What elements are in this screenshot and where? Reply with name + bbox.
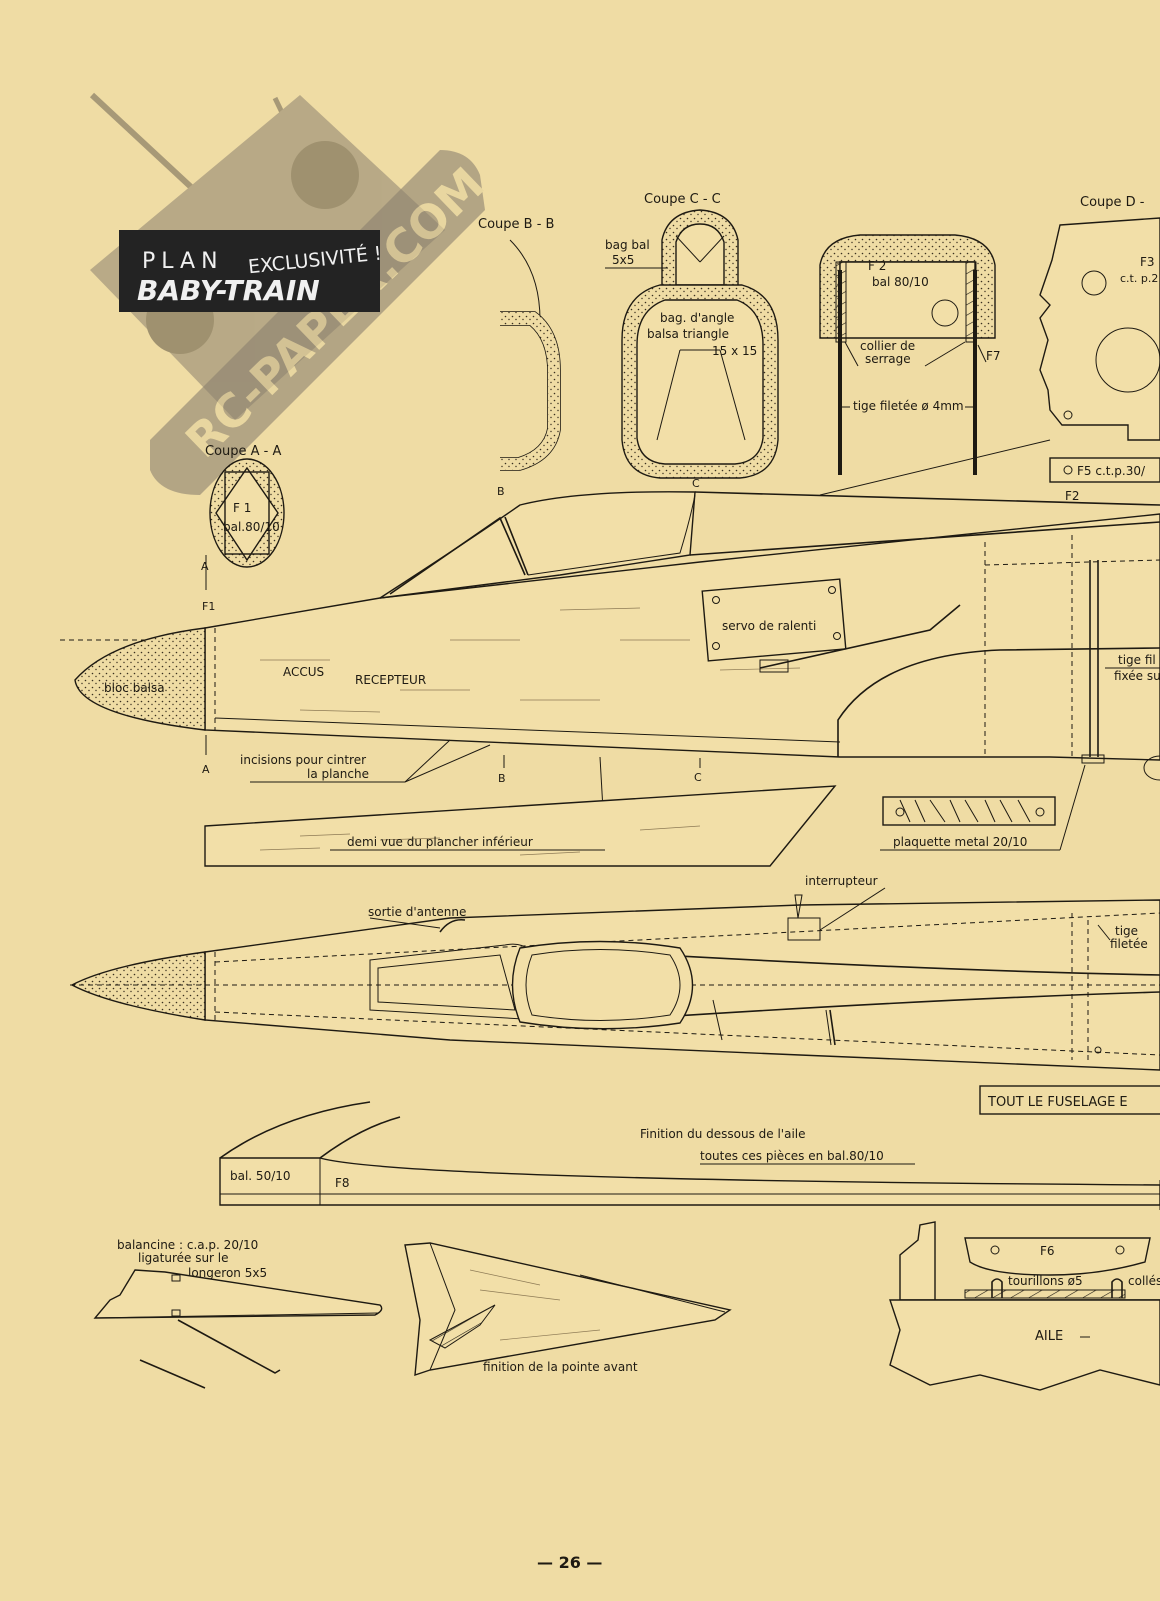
section-d-d: Coupe D - F3 c.t. p.2 F5 c.t.p.30/ F2 <box>1039 195 1160 503</box>
f2-section-material: bal 80/10 <box>872 275 929 289</box>
tout-fuselage-label: TOUT LE FUSELAGE E <box>987 1095 1128 1110</box>
f6-label: F6 <box>1040 1244 1055 1258</box>
wing-underside-view: bal. 50/10 F8 Finition du dessous de l'a… <box>219 1101 1160 1210</box>
f5-label: F5 c.t.p.30/ <box>1077 464 1146 478</box>
sortie-antenne-label: sortie d'antenne <box>368 905 466 919</box>
balancine-2: ligaturée sur le <box>138 1251 229 1265</box>
balancine-1: balancine : c.a.p. 20/10 <box>117 1238 258 1252</box>
incisions-1: incisions pour cintrer <box>240 753 366 767</box>
marker-c-top: C <box>692 477 700 490</box>
finition-aile-label: Finition du dessous de l'aile <box>640 1127 806 1141</box>
balancine-3: longeron 5x5 <box>188 1266 267 1280</box>
section-a-a-title: Coupe A - A <box>205 444 282 459</box>
bag-bal-label: bag bal <box>605 238 650 252</box>
plaquette-label: plaquette metal 20/10 <box>893 835 1027 849</box>
marker-a-bottom: A <box>202 763 210 776</box>
fuselage-top-view: interrupteur sortie d'antenne tige filet… <box>70 874 1160 1071</box>
collier-2: serrage <box>865 352 911 366</box>
bag-angle-2: balsa triangle <box>647 327 729 341</box>
f7-label: F7 <box>986 349 1001 363</box>
tige-top-2: filetée <box>1110 937 1148 951</box>
wing-root-detail: F6 tourillons ø5 collés AILE <box>889 1221 1160 1391</box>
f8-label: F8 <box>335 1176 350 1190</box>
f1-material: bal.80/10 <box>223 520 280 534</box>
f3-label: F3 <box>1140 255 1155 269</box>
bal-50-label: bal. 50/10 <box>230 1169 291 1183</box>
collier-1: collier de <box>860 339 915 353</box>
note-box: TOUT LE FUSELAGE E <box>979 1085 1160 1115</box>
section-a-a: Coupe A - A F 1 bal.80/10 <box>205 444 285 568</box>
tourillons-label: tourillons ø5 <box>1008 1274 1083 1288</box>
f3-material: c.t. p.2 <box>1120 272 1158 285</box>
colles-label: collés <box>1128 1274 1160 1288</box>
badge-name: BABY-TRAIN <box>137 274 320 307</box>
balancine-detail: balancine : c.a.p. 20/10 ligaturée sur l… <box>93 1238 383 1389</box>
section-f2: F 2 bal 80/10 collier de serrage F7 tige… <box>819 234 1001 475</box>
section-c-c-title: Coupe C - C <box>644 192 721 207</box>
bag-angle-1: bag. d'angle <box>660 311 734 325</box>
f2-section-label: F 2 <box>868 259 886 273</box>
accus-label: ACCUS <box>283 665 324 679</box>
interrupteur-label: interrupteur <box>805 874 878 888</box>
marker-a-top: A <box>201 560 209 573</box>
tige-filetee-label: tige filetée ø 4mm <box>853 399 964 413</box>
aile-label: AILE <box>1035 1329 1063 1344</box>
bag-bal-size: 5x5 <box>612 253 634 267</box>
section-b-b: Coupe B - B <box>478 217 561 471</box>
badge-plan: PLAN <box>142 249 224 274</box>
finition-pointe-label: finition de la pointe avant <box>483 1360 638 1374</box>
bloc-balsa-label: bloc balsa <box>104 681 165 695</box>
wing-tip-detail: finition de la pointe avant <box>404 1242 732 1377</box>
servo-label: servo de ralenti <box>722 619 816 633</box>
incisions-2: la planche <box>307 767 369 781</box>
demi-vue-label: demi vue du plancher inférieur <box>347 835 533 849</box>
tige-fixed-1: tige fil <box>1118 653 1156 667</box>
tige-fixed-2: fixée su <box>1114 669 1160 683</box>
tige-top-1: tige <box>1115 924 1138 938</box>
section-c-c: Coupe C - C bag bal 5x5 bag. d'angle bal… <box>605 192 779 490</box>
f1-label: F 1 <box>233 501 251 515</box>
f2-side-label: F2 <box>1065 489 1080 503</box>
bag-angle-3: 15 x 15 <box>712 344 757 358</box>
marker-b-top: B <box>497 485 505 498</box>
page-number: — 26 — <box>537 1553 602 1572</box>
fuselage-side-view: servo de ralenti bloc balsa ACCUS RECEPT… <box>60 439 1160 851</box>
marker-f1: F1 <box>202 600 215 613</box>
marker-c-bottom: C <box>694 771 702 784</box>
recepteur-label: RECEPTEUR <box>355 673 426 687</box>
section-d-d-title: Coupe D - <box>1080 195 1145 210</box>
toutes-pieces-label: toutes ces pièces en bal.80/10 <box>700 1149 884 1163</box>
section-b-b-title: Coupe B - B <box>478 217 554 232</box>
marker-b-bottom: B <box>498 772 506 785</box>
floor-half-view: demi vue du plancher inférieur <box>204 785 837 867</box>
plan-badge: PLAN EXCLUSIVITÉ ! BABY-TRAIN <box>119 230 383 312</box>
